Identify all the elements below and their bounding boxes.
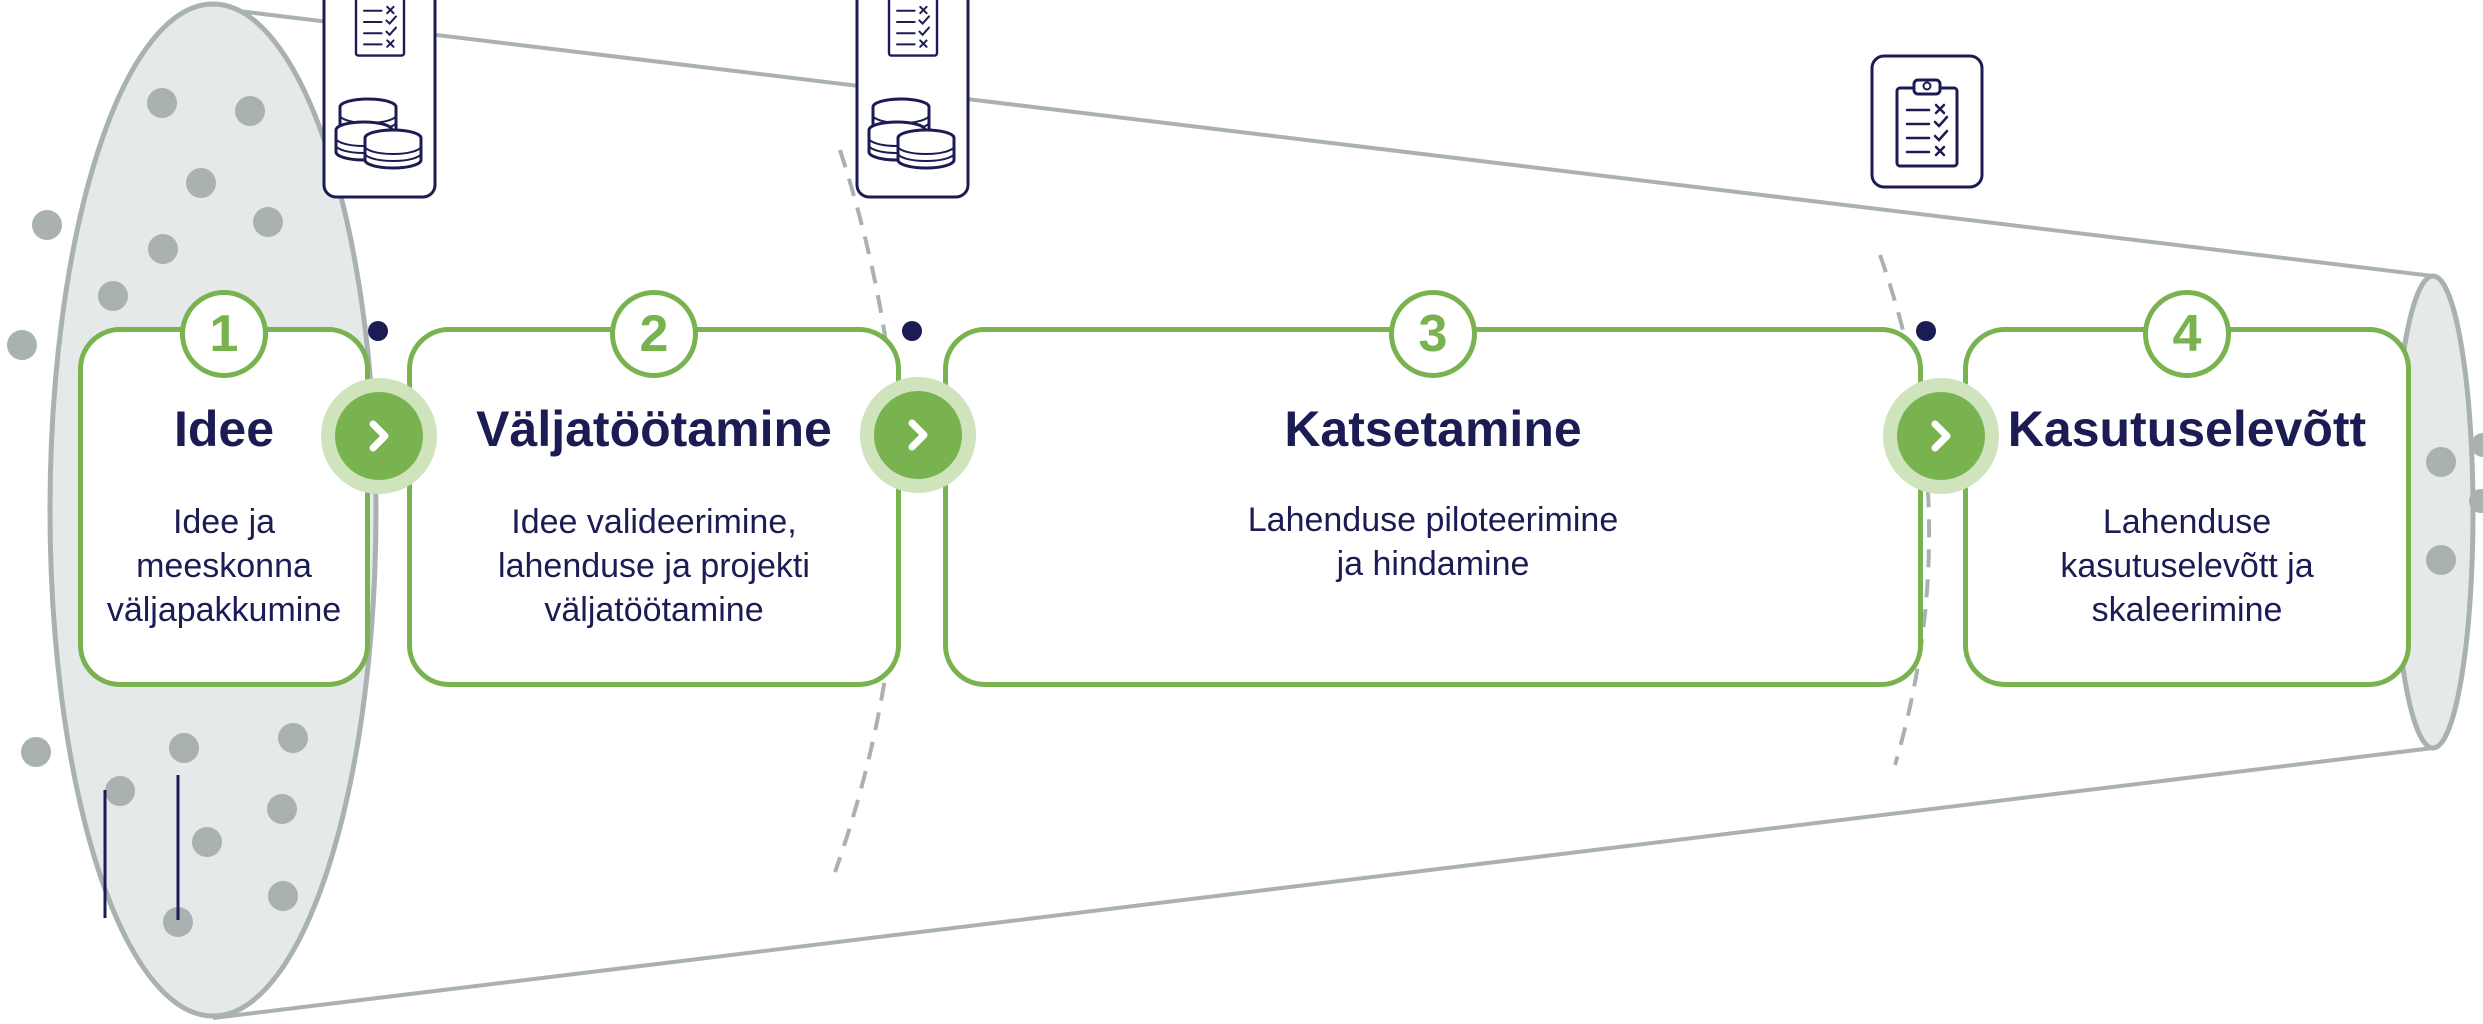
stage-number-badge: 4 [2143,290,2231,378]
output-dot [2471,433,2483,457]
stage-number-badge: 2 [610,290,698,378]
idea-dot [267,794,297,824]
idea-dot [163,907,193,937]
resource-card-3 [1870,54,1984,189]
stage-card-2: 2 Väljatöötamine Idee valideerimine, lah… [407,290,901,687]
clipboard-checklist-icon [354,0,406,57]
resource-card-1 [322,0,437,199]
idea-dot [21,737,51,767]
idea-dot [192,827,222,857]
output-dot [2469,489,2483,513]
output-dot [2426,447,2456,477]
stage-description: Lahenduse kasutuselevõtt ja skaleerimine [2060,503,2314,629]
stage-card-4: 4 Kasutuselevõtt Lahenduse kasutuselevõt… [1963,290,2411,687]
clipboard-checklist-icon [1895,78,1959,168]
idea-dot [268,881,298,911]
next-stage-arrow-1 [321,378,437,494]
funnel-bottom-edge [212,746,2434,1020]
chevron-right-icon [908,419,928,451]
idea-dot [169,733,199,763]
stage-title: Idee [173,401,275,457]
idea-dot [105,776,135,806]
milestone-dot [902,321,922,341]
stage-number-badge: 3 [1389,290,1477,378]
idea-dot [235,96,265,126]
next-stage-arrow-3 [1883,378,1999,494]
idea-dot [147,88,177,118]
chevron-right-icon [369,420,389,452]
idea-dot [278,723,308,753]
stage-title: Kasutuselevõtt [2007,401,2367,457]
idea-dot [148,234,178,264]
idea-dot [7,330,37,360]
next-stage-arrow-2 [860,377,976,493]
funnel-top-edge [212,6,2434,278]
output-dot [2426,545,2456,575]
idea-dot [98,281,128,311]
clipboard-checklist-icon [887,0,939,57]
idea-dot [32,210,62,240]
idea-dot [186,168,216,198]
stage-description: Idee valideerimine, lahenduse ja projekt… [498,503,810,629]
stage-description: Idee ja meeskonna väljapakkumine [106,503,342,629]
milestone-dot [368,321,388,341]
resource-card-2 [855,0,970,199]
milestone-dot [1916,321,1936,341]
stage-card-1: 1 Idee Idee ja meeskonna väljapakkumine [78,290,370,687]
stage-title: Katsetamine [1284,401,1582,457]
section-divider-2 [1878,254,1932,766]
stage-description: Lahenduse piloteerimine ja hindamine [1247,501,1619,583]
stage-number-badge: 1 [180,290,268,378]
stage-title: Väljatöötamine [476,401,832,457]
idea-dot [253,207,283,237]
chevron-right-icon [1931,420,1951,452]
stage-card-3: 3 Katsetamine Lahenduse piloteerimine ja… [943,290,1923,687]
